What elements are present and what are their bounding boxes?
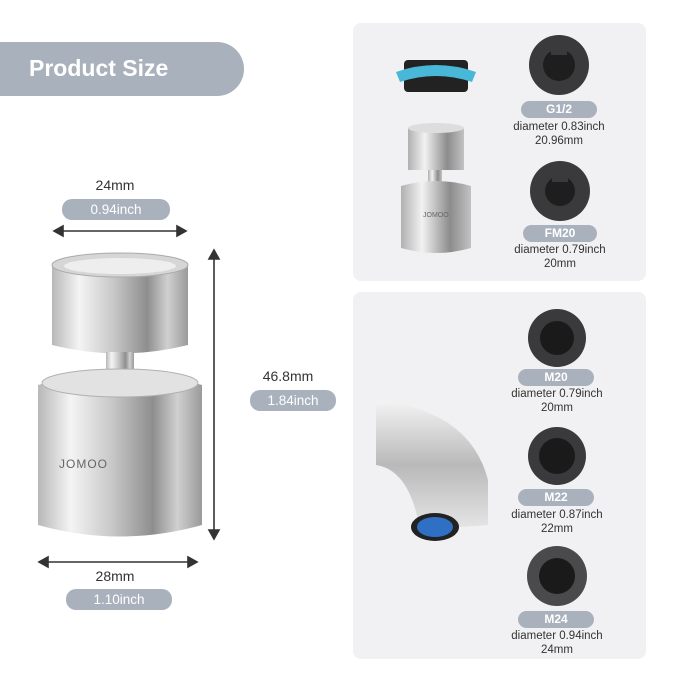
brand-logo: JOMOO (59, 457, 108, 471)
adapter-spec: diameter 0.79inch 20mm (511, 388, 603, 414)
adapter-label: FM20 (523, 225, 597, 242)
adapter-label: G1/2 (521, 101, 597, 118)
title-banner: Product Size (0, 42, 244, 96)
top-width-mm: 24mm (95, 177, 135, 193)
bottom-width-inch: 1.10inch (66, 589, 172, 610)
height-inch: 1.84inch (250, 390, 336, 411)
height-mm: 46.8mm (262, 368, 314, 384)
bottom-width-mm: 28mm (95, 568, 135, 584)
top-width-inch: 0.94inch (62, 199, 170, 220)
adapter-spec: diameter 0.94inch 24mm (511, 630, 603, 656)
adapter-spec: diameter 0.83inch 20.96mm (513, 121, 605, 147)
adapter-label: M24 (518, 611, 594, 628)
adapter-label: M22 (518, 489, 594, 506)
adapter-spec: diameter 0.87inch 22mm (511, 509, 603, 535)
adapter-spec: diameter 0.79inch 20mm (514, 244, 606, 270)
brand-logo-small: JOMOO (423, 212, 449, 219)
adapter-label: M20 (518, 369, 594, 386)
page-title: Product Size (29, 55, 169, 81)
